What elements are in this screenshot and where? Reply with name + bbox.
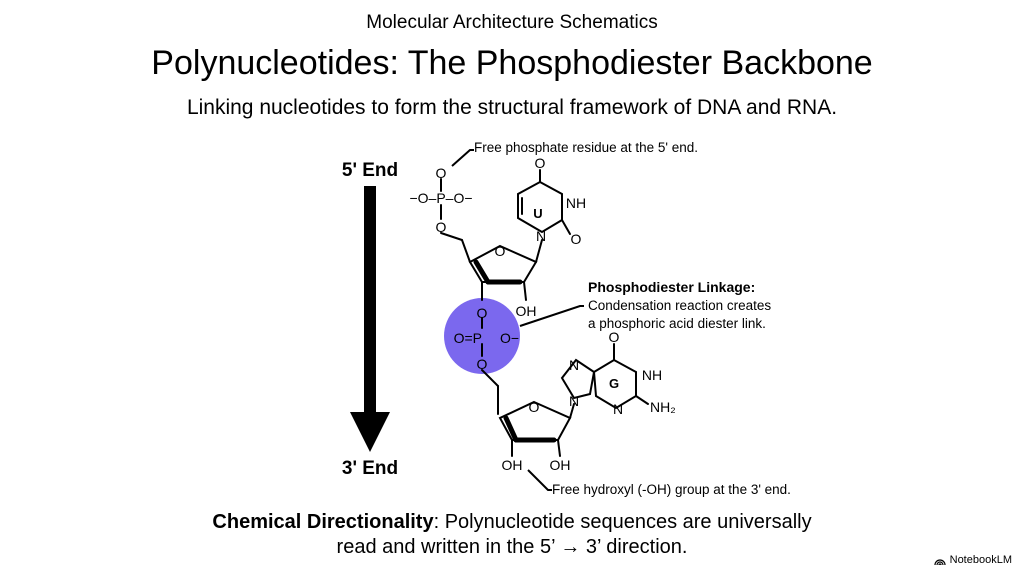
guanine-n3: N [613,401,623,417]
annotation-linkage-line2: a phosphoric acid diester link. [588,316,766,331]
uracil-nh: NH [566,195,586,211]
footer-text-1: : Polynucleotide sequences are universal… [433,511,812,533]
guanine-n9: N [569,393,579,409]
sugar2-ring-oxygen: O [529,399,540,415]
brand-label: NotebookLM [949,554,1012,566]
phosphate-top-oxygen: O [436,165,447,181]
subtitle: Linking nucleotides to form the structur… [186,96,838,119]
molecule-bonds [440,169,649,457]
base-g-label: G [609,376,619,391]
base-u-label: U [533,206,542,221]
phosphodiester-highlight [444,298,520,374]
linkage-o-minus: O− [500,330,519,346]
supertitle: Molecular Architecture Schematics [366,12,658,33]
sugar2-oh-right: OH [550,457,571,473]
brand-watermark: NotebookLM [934,554,1012,566]
guanine-nh2: NH₂ [650,399,676,415]
page-title: Polynucleotides: The Phosphodiester Back… [151,44,873,82]
annotation-linkage-line1: Condensation reaction creates [588,298,771,313]
linkage-o-top: O [477,305,488,321]
annotation-free-phosphate: Free phosphate residue at the 5' end. [474,140,698,155]
footer-bold: Chemical Directionality [212,511,434,533]
linkage-o-bottom: O [477,356,488,372]
notebooklm-icon [934,559,946,566]
five-prime-label: 5' End [342,160,398,181]
sugar1-ring-oxygen: O [495,243,506,259]
sugar2-oh-left: OH [502,457,523,473]
three-prime-label: 3' End [342,458,398,479]
sugar1-oh: OH [516,303,537,319]
annotation-linkage-title: Phosphodiester Linkage: [588,279,755,295]
uracil-n: N [536,228,546,244]
phosphate-ester-oxygen: O [436,219,447,235]
uracil-carbonyl-o: O [535,155,546,171]
guanine-nh: NH [642,367,662,383]
uracil-o2: O [571,231,582,247]
direction-arrow-head [350,412,390,452]
guanine-n7: N [569,357,579,373]
footer-text-2: read and written in the 5’ → 3’ directio… [336,536,688,558]
guanine-carbonyl-o: O [609,329,620,345]
phosphate-top-group: −O–P–O− [409,190,472,206]
annotation-free-hydroxyl: Free hydroxyl (-OH) group at the 3' end. [552,482,791,497]
linkage-p-double: O=P [454,330,482,346]
annotation-leaders [451,149,584,491]
footer-note: Chemical Directionality: Polynucleotide … [0,510,1024,560]
direction-arrow-shaft [364,186,376,414]
